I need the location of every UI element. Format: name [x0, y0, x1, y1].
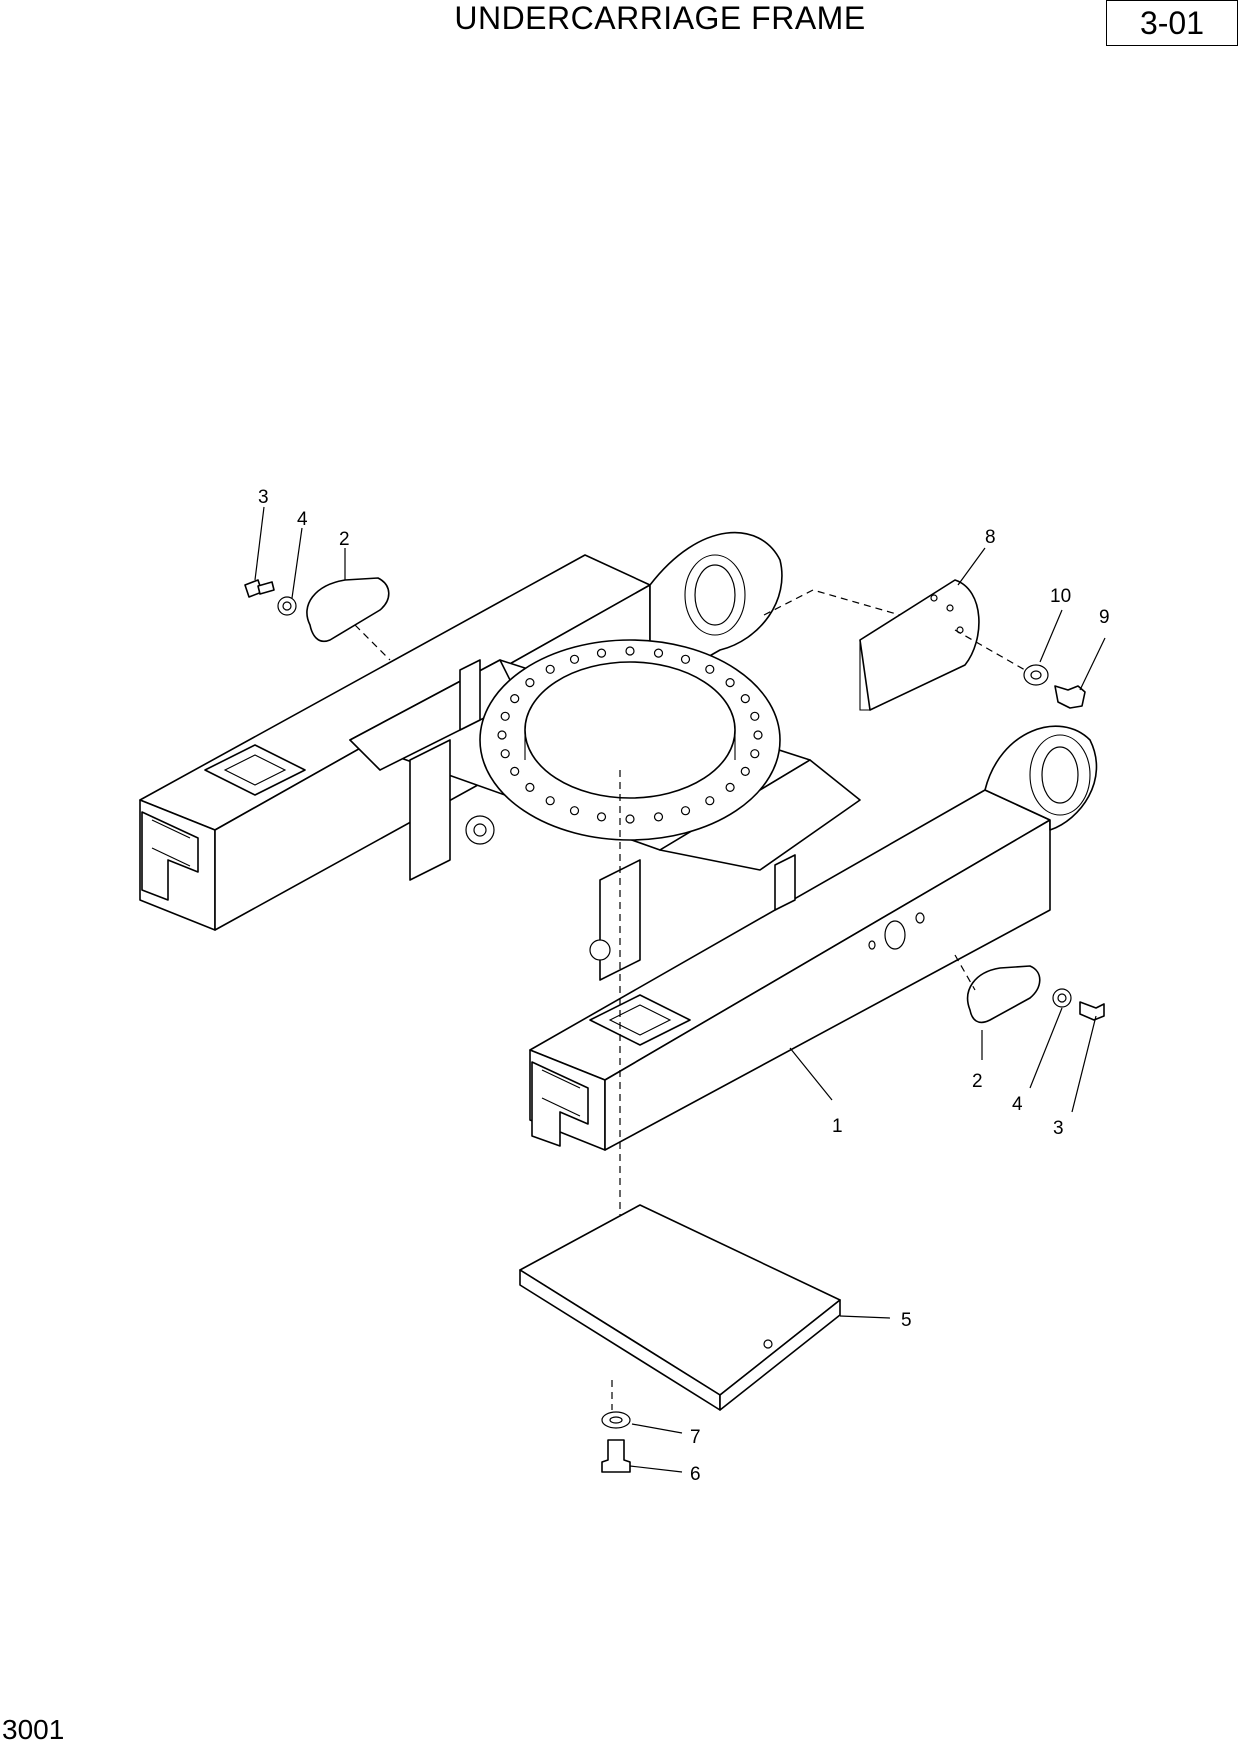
page-footer-code: 3001: [2, 1714, 65, 1745]
bolt-hole: [625, 814, 635, 824]
bolt-hole: [750, 749, 760, 759]
bolt-hole: [725, 782, 735, 793]
bolt-hole: [545, 664, 555, 674]
bolt-hole: [625, 646, 635, 656]
bolt-hole: [500, 711, 510, 721]
callout-label: 3: [258, 487, 269, 508]
bolt-hole: [750, 711, 760, 721]
bolt-hole: [705, 796, 715, 806]
page-title: UNDERCARRIAGE FRAME: [454, 0, 866, 36]
cover-plate-part[interactable]: [519, 1204, 841, 1411]
bolt-hole: [680, 806, 691, 816]
bolt-hole: [725, 677, 735, 688]
bolt-hole: [510, 766, 520, 777]
callout-label: 3: [1053, 1118, 1064, 1139]
bolt-hole: [596, 812, 607, 822]
bolt-hole: [497, 730, 507, 740]
bolt-hole: [705, 664, 715, 674]
callout-label: 7: [690, 1427, 701, 1448]
left-hardware-group[interactable]: [244, 577, 390, 643]
bolt-hole: [569, 654, 580, 664]
callout-label: 9: [1099, 607, 1110, 628]
undercarriage-frame-part[interactable]: [139, 531, 1098, 1151]
right-hardware-group[interactable]: [966, 965, 1105, 1024]
callout-label: 1: [832, 1116, 843, 1137]
bolt-hole: [740, 693, 750, 704]
page-reference-box: 3-01: [1106, 0, 1238, 46]
bolt-hole: [525, 782, 535, 793]
callout-label: 4: [297, 509, 308, 530]
ring-bolt-holes: [497, 646, 763, 824]
bracket-plate-part[interactable]: [859, 579, 980, 711]
bolt-hole: [545, 796, 555, 806]
callout-label: 2: [339, 529, 350, 550]
bolt-hole: [500, 749, 510, 759]
callout-label: 6: [690, 1464, 701, 1485]
washer-bolt-group-bottom[interactable]: [601, 1411, 631, 1473]
callout-label: 4: [1012, 1094, 1023, 1115]
washer-bolt-group-top[interactable]: [1023, 664, 1086, 709]
bolt-hole: [653, 812, 664, 822]
bolt-hole: [569, 806, 580, 816]
bolt-hole: [510, 693, 520, 704]
callout-label: 10: [1050, 586, 1071, 607]
bolt-hole: [596, 648, 607, 658]
bolt-hole: [525, 677, 535, 688]
bolt-hole: [753, 730, 763, 740]
bolt-hole: [680, 654, 691, 664]
bolt-hole: [653, 648, 664, 658]
bolt-hole: [740, 766, 750, 777]
callout-label: 5: [901, 1310, 912, 1331]
callout-label: 8: [985, 527, 996, 548]
callout-label: 2: [972, 1071, 983, 1092]
